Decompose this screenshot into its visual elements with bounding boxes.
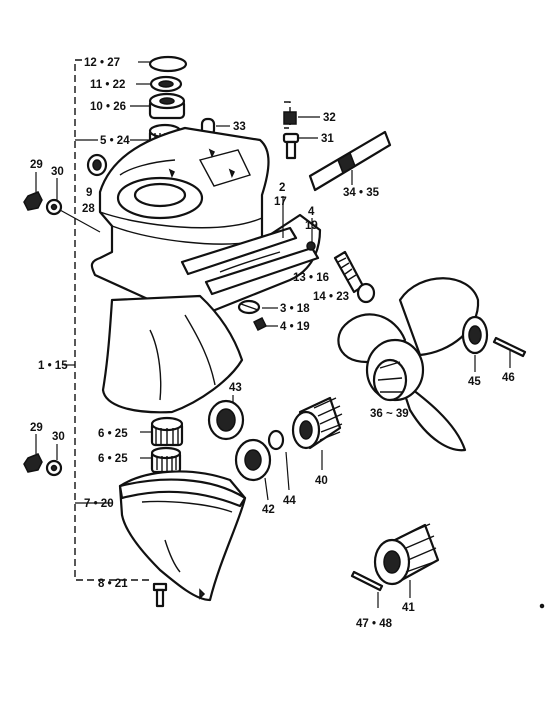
label-17: 17	[274, 196, 287, 208]
label-29-upper: 29	[30, 159, 43, 171]
label-30-lower: 30	[52, 431, 65, 443]
bolt-8-21-part	[152, 582, 168, 608]
oil-seal-part	[130, 92, 186, 120]
thrust-washer-part	[461, 315, 489, 372]
label-41: 41	[402, 602, 415, 614]
label-12-27: 12 • 27	[84, 57, 120, 69]
label-47-48: 47 • 48	[356, 618, 393, 630]
washer-part	[136, 75, 183, 93]
screw-4-19-lower-part	[252, 316, 278, 332]
pin-47-48-part	[350, 570, 384, 608]
label-29-lower: 29	[30, 422, 43, 434]
label-43: 43	[229, 382, 242, 394]
nut-washer-lower-part	[23, 434, 63, 477]
label-34-35: 34 • 35	[343, 187, 380, 199]
label-4-19: 4 • 19	[280, 321, 310, 333]
label-19-top: 19	[305, 220, 318, 232]
label-46: 46	[502, 372, 515, 384]
label-32: 32	[323, 112, 336, 124]
screw-4-19-part	[306, 218, 316, 251]
label-44: 44	[283, 495, 296, 507]
label-10-26: 10 • 26	[90, 101, 126, 113]
gear-42-part	[234, 438, 272, 501]
label-30-upper: 30	[51, 166, 64, 178]
label-36-39: 36 ~ 39	[370, 408, 409, 420]
snap-ring-part	[138, 55, 188, 73]
label-33: 33	[233, 121, 246, 133]
lower-gearcase-part	[118, 470, 247, 602]
cap-14-23-part	[356, 282, 376, 304]
label-1-15: 1 • 15	[38, 360, 68, 372]
label-40: 40	[315, 475, 328, 487]
washer-44-part	[267, 429, 290, 491]
label-9: 9	[86, 187, 92, 199]
label-4-top: 4	[308, 206, 315, 218]
page-dot	[539, 603, 545, 609]
nut-washer-upper-part	[23, 172, 101, 233]
needle-bearing-lower-part	[140, 446, 182, 474]
label-3-18: 3 • 18	[280, 303, 310, 315]
label-45: 45	[468, 376, 481, 388]
label-5-24: 5 • 24	[100, 135, 130, 147]
trim-tab-decal-part	[308, 130, 392, 192]
gear-case-housing	[90, 126, 322, 414]
gear-41-part	[373, 523, 440, 598]
label-28: 28	[82, 203, 95, 215]
assembly-bracket	[74, 59, 150, 581]
label-13-16: 13 • 16	[293, 272, 329, 284]
label-11-22: 11 • 22	[90, 79, 125, 91]
label-8-21: 8 • 21	[98, 578, 128, 590]
label-6-25-upper: 6 • 25	[98, 428, 128, 440]
label-2: 2	[279, 182, 285, 194]
gear-40-part	[291, 396, 343, 470]
cotter-pin-part	[492, 336, 527, 368]
label-14-23: 14 • 23	[313, 291, 349, 303]
needle-bearing-upper-part	[140, 416, 184, 447]
grommet-9-part	[86, 153, 108, 177]
label-31: 31	[321, 133, 334, 145]
clip-3-18-part	[237, 299, 278, 315]
bracket-32-31	[284, 101, 291, 129]
propeller-part	[337, 277, 480, 452]
screw-32-part	[283, 111, 320, 125]
trim-pin-part	[333, 250, 365, 294]
label-7-20: 7 • 20	[84, 498, 114, 510]
bearing-43-part	[207, 395, 245, 441]
label-42: 42	[262, 504, 275, 516]
bolt-31-part	[282, 132, 318, 160]
label-6-25-lower: 6 • 25	[98, 453, 128, 465]
